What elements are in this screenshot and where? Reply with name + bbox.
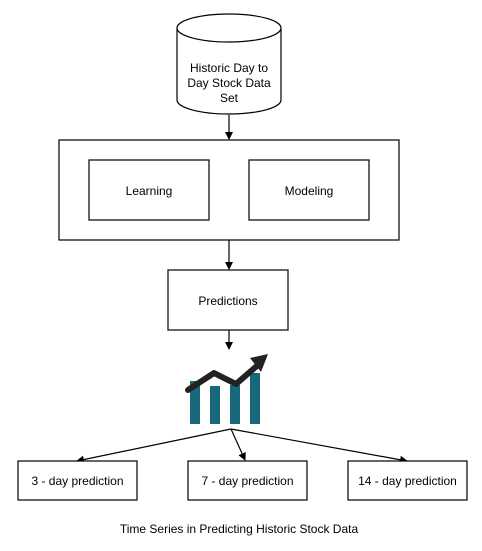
chart-icon-bar-1 bbox=[190, 381, 200, 424]
output-3-day-box bbox=[17, 460, 138, 501]
database-label-line-3: Set bbox=[220, 91, 239, 105]
database-cylinder-body bbox=[176, 28, 282, 115]
chart-icon-bar-4 bbox=[250, 373, 260, 424]
chart-icon-bar-2 bbox=[210, 386, 220, 424]
output-3-day: 3 - day prediction bbox=[17, 460, 138, 501]
modeling-box bbox=[248, 159, 370, 221]
arrow-chart-to-14-day bbox=[230, 428, 408, 464]
database-node: Historic Day to Day Stock Data Set bbox=[176, 13, 282, 115]
predictions-node: Predictions bbox=[167, 269, 289, 331]
process-group: Learning Modeling bbox=[58, 139, 400, 241]
database-label-line-2: Day Stock Data bbox=[187, 76, 271, 90]
trending-up-chart-icon bbox=[185, 354, 268, 424]
output-3-day-label: 3 - day prediction bbox=[31, 474, 123, 488]
database-cylinder-top bbox=[176, 13, 282, 43]
predictions-label: Predictions bbox=[198, 294, 257, 308]
arrow-chart-to-7-day bbox=[230, 428, 246, 461]
output-7-day-box bbox=[187, 460, 308, 501]
learning-label: Learning bbox=[126, 184, 173, 198]
predictions-box bbox=[167, 269, 289, 331]
output-14-day: 14 - day prediction bbox=[347, 460, 468, 501]
database-label-line-1: Historic Day to bbox=[190, 61, 268, 75]
output-7-day-label: 7 - day prediction bbox=[201, 474, 293, 488]
modeling-label: Modeling bbox=[285, 184, 334, 198]
output-14-day-label: 14 - day prediction bbox=[358, 474, 457, 488]
chart-icon-trend-line bbox=[185, 362, 261, 393]
output-14-day-box bbox=[347, 460, 468, 501]
chart-icon-bar-3 bbox=[230, 385, 240, 424]
output-7-day: 7 - day prediction bbox=[187, 460, 308, 501]
arrow-chart-to-3-day bbox=[76, 428, 232, 464]
chart-icon-trend-arrowhead bbox=[250, 354, 268, 372]
learning-box bbox=[88, 159, 210, 221]
diagram-caption: Time Series in Predicting Historic Stock… bbox=[120, 522, 359, 536]
